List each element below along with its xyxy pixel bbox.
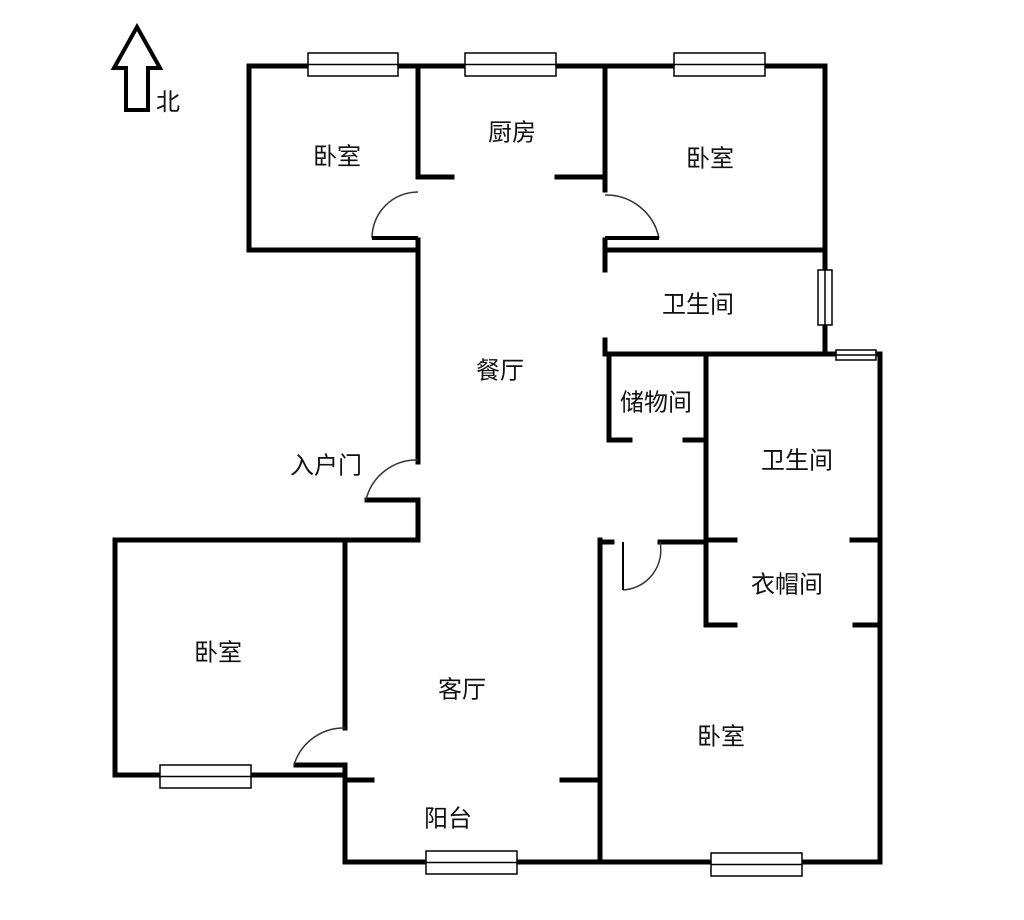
room-label-storage: 储物间 xyxy=(620,388,692,417)
north-arrow-icon xyxy=(110,22,164,112)
room-label-bathroom-1: 卫生间 xyxy=(662,290,734,319)
window xyxy=(464,52,557,77)
door-arc-icon xyxy=(293,727,346,766)
window xyxy=(835,349,877,361)
window xyxy=(307,52,399,77)
room-label-living: 客厅 xyxy=(438,675,486,704)
windows xyxy=(159,52,877,877)
room-label-bedroom-ne: 卧室 xyxy=(686,144,734,173)
door-arc-icon xyxy=(371,191,419,240)
room-label-cloakroom: 衣帽间 xyxy=(751,570,823,599)
room-label-balcony: 阳台 xyxy=(424,804,472,833)
window xyxy=(159,764,252,789)
room-label-bathroom-2: 卫生间 xyxy=(761,446,833,475)
room-label-kitchen: 厨房 xyxy=(488,118,536,147)
room-label-entrance: 入户门 xyxy=(290,451,362,480)
door-arc-icon xyxy=(622,541,662,591)
room-label-bedroom-se: 卧室 xyxy=(697,722,745,751)
window xyxy=(425,850,518,875)
doors xyxy=(293,191,662,766)
room-label-dining: 餐厅 xyxy=(476,356,524,385)
window xyxy=(673,52,766,77)
room-label-bedroom-sw: 卧室 xyxy=(194,638,242,667)
compass-label: 北 xyxy=(156,88,180,116)
window xyxy=(710,852,803,877)
room-label-bedroom-nw: 卧室 xyxy=(313,142,361,171)
door-arc-icon xyxy=(604,194,660,240)
window xyxy=(817,269,833,326)
door-arc-icon xyxy=(365,459,419,501)
